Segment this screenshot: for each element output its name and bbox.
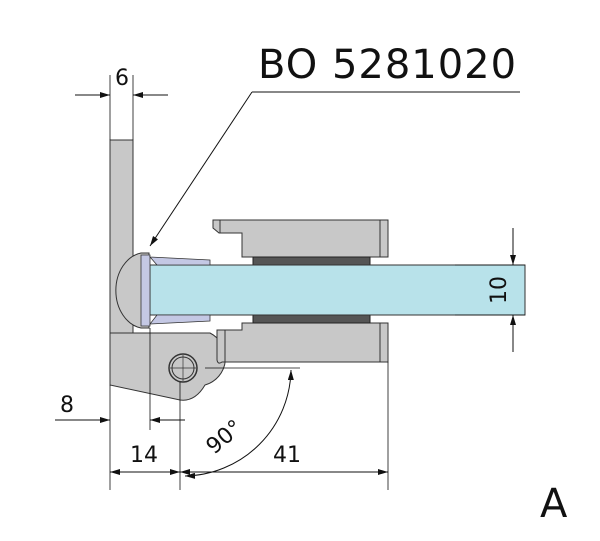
upper-clamp (212, 219, 389, 258)
dim-14: 14 (130, 443, 158, 468)
view-label: A (540, 481, 568, 527)
lower-clamp (216, 322, 389, 364)
dim-angle: 90° (202, 415, 248, 459)
dim-6: 6 (115, 66, 129, 91)
dim-8: 8 (60, 393, 74, 418)
angle-arc (184, 369, 294, 479)
rubber-pad-bottom (252, 314, 371, 324)
glass-panel (149, 264, 526, 316)
dim-10: 10 (487, 276, 512, 304)
dim-41: 41 (273, 443, 301, 468)
part-number: BO 5281020 (258, 42, 517, 88)
rubber-pad-top (252, 256, 371, 266)
